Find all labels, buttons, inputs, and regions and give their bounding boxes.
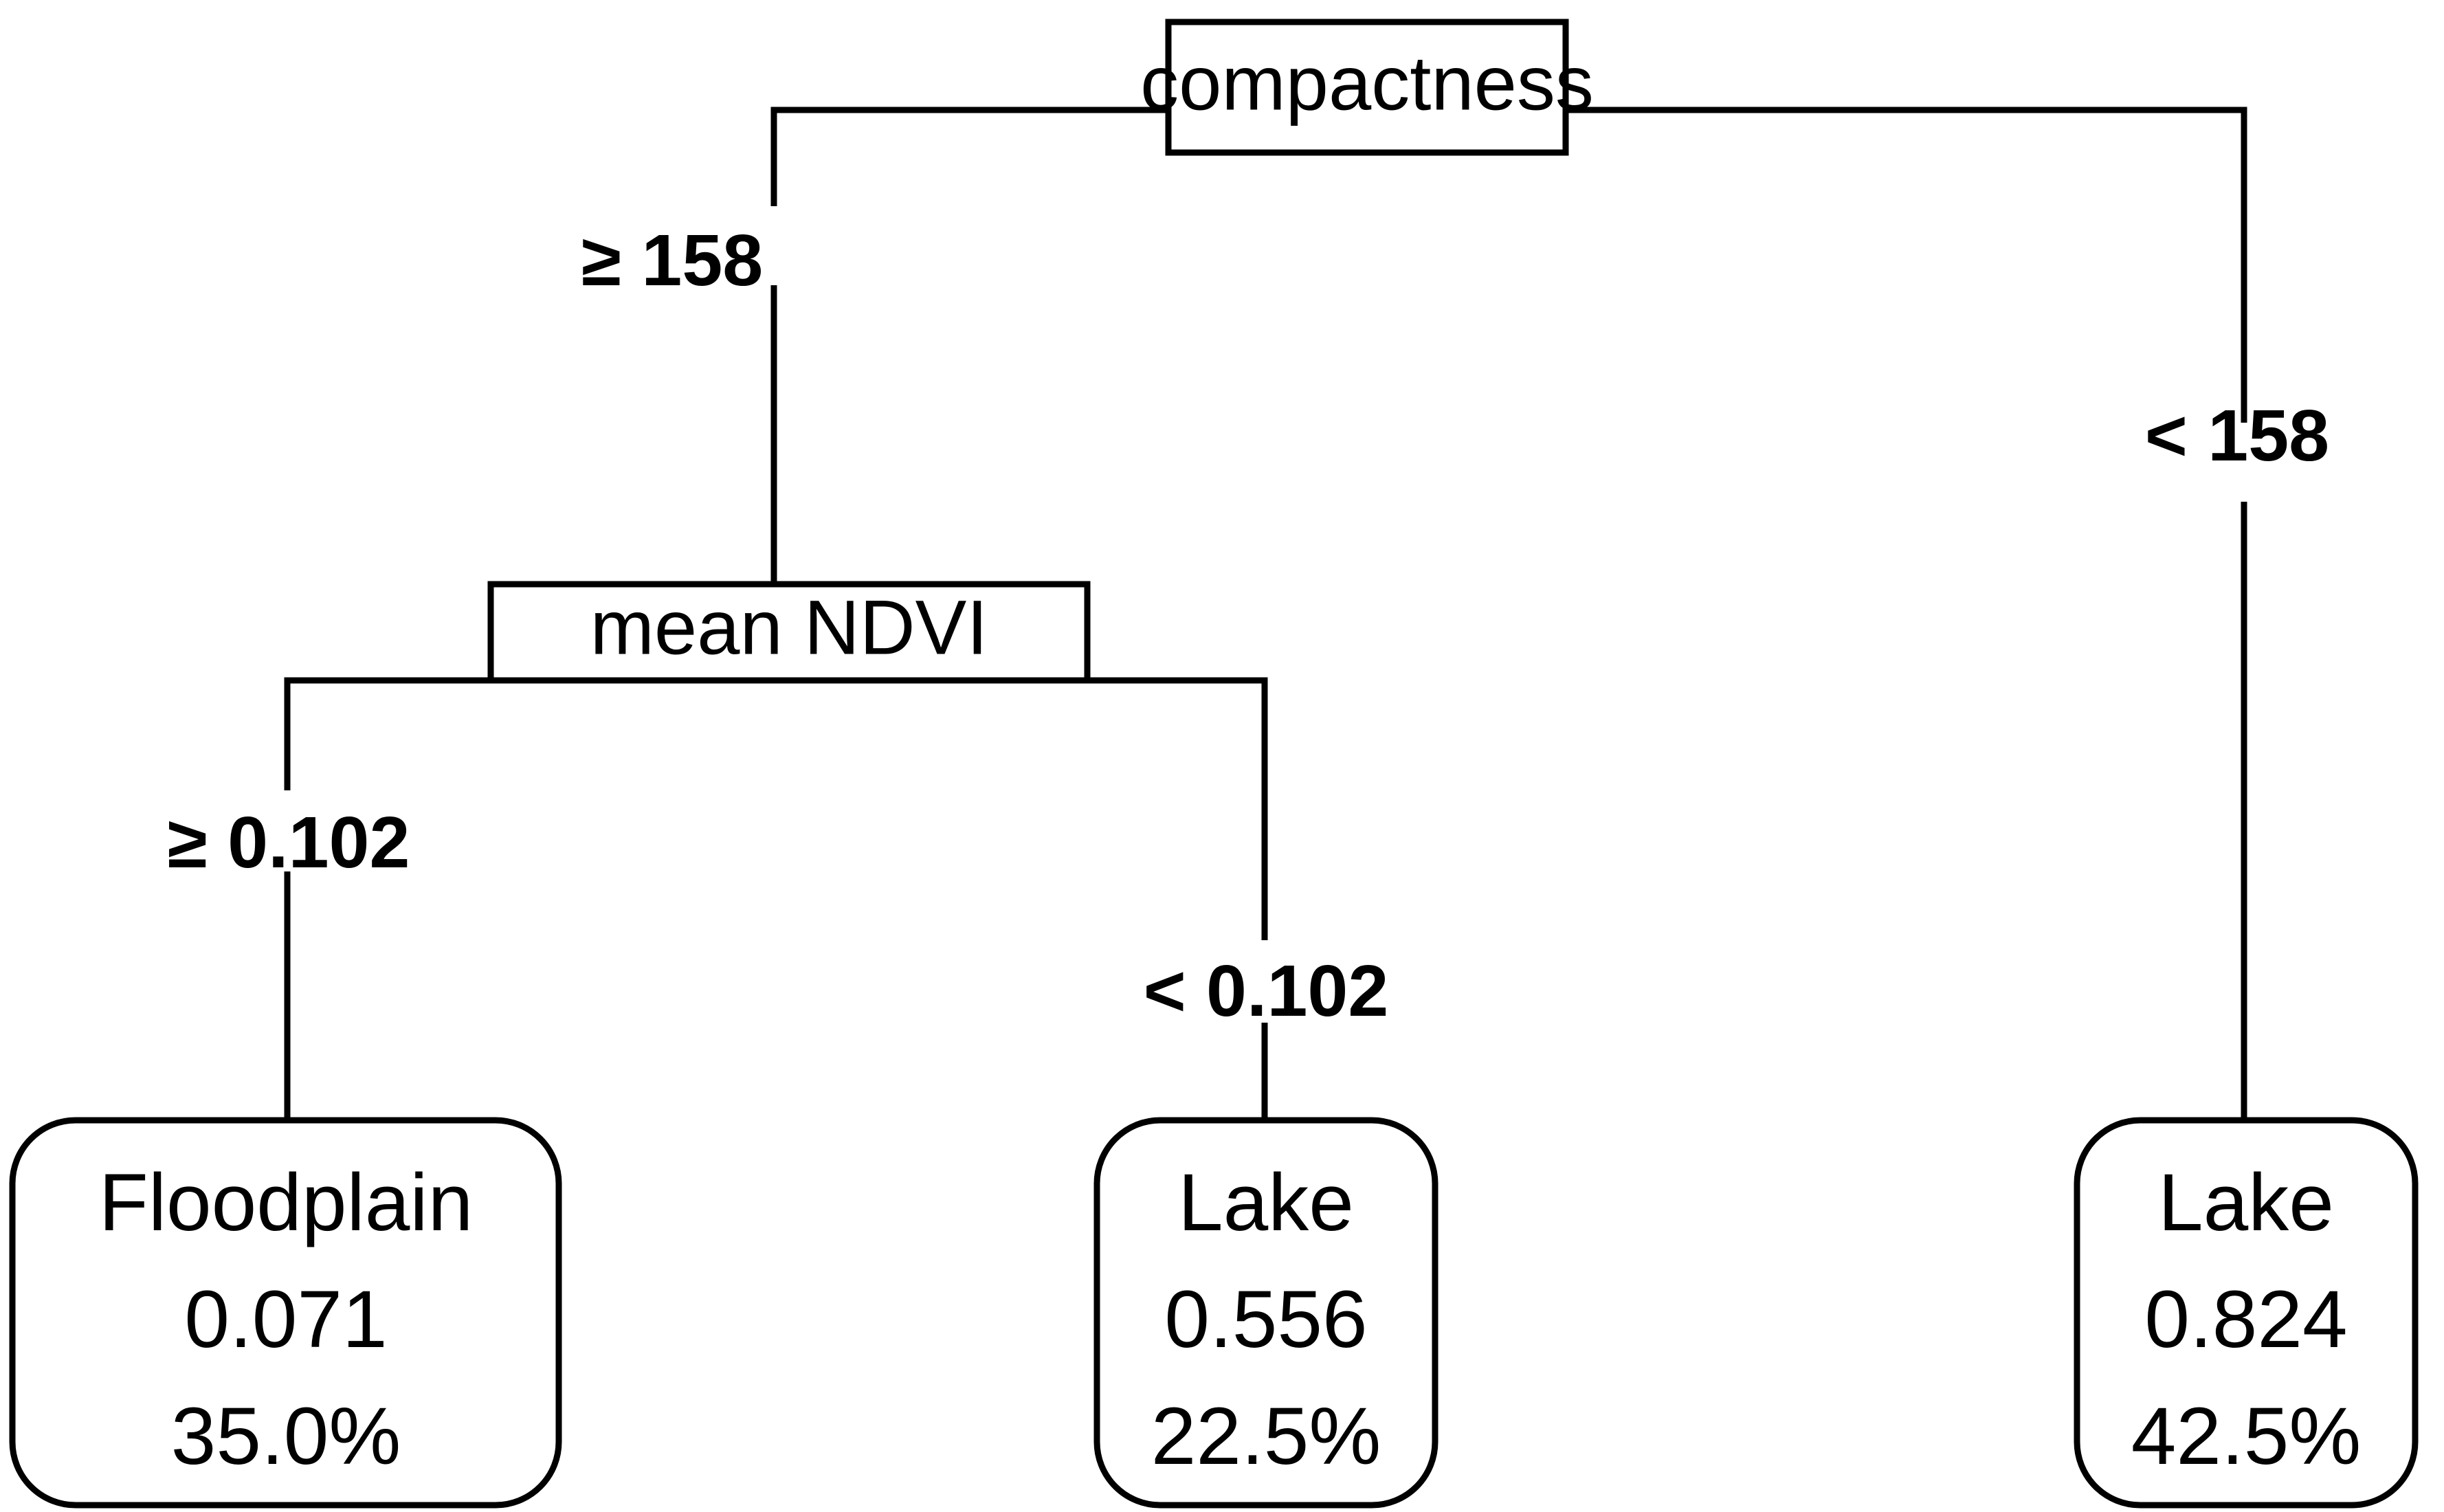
edge-ndvi-right-upper <box>1087 677 1268 940</box>
leaf-floodplain-value: 0.071 <box>184 1274 387 1365</box>
leaf-lake-middle-box[interactable] <box>1093 1117 1438 1509</box>
leaf-lake-middle-label: Lake <box>1178 1157 1354 1248</box>
leaf-floodplain-proportion: 35.0% <box>171 1391 401 1482</box>
node-compactness-label: compactness <box>1140 41 1594 126</box>
edge-label-compactness-ge: ≥ 158 <box>581 220 763 301</box>
leaf-floodplain-label: Floodplain <box>99 1157 473 1248</box>
edge-label-compactness-lt: < 158 <box>2145 395 2329 476</box>
edge-root-left-upper <box>770 107 1167 206</box>
leaf-lake-middle-value: 0.556 <box>1164 1274 1367 1365</box>
leaf-lake-middle-proportion: 22.5% <box>1151 1391 1381 1482</box>
leaf-lake-right-proportion: 42.5% <box>2131 1391 2362 1482</box>
leaf-floodplain-box[interactable] <box>9 1117 562 1509</box>
leaf-lake-right-label: Lake <box>2158 1157 2334 1248</box>
node-mean-ndvi-label: mean NDVI <box>590 585 988 671</box>
edge-root-right-upper <box>1567 107 2247 423</box>
node-compactness-box[interactable] <box>1165 19 1569 156</box>
node-mean-ndvi-box[interactable] <box>487 581 1091 684</box>
edge-label-ndvi-ge: ≥ 0.102 <box>168 802 410 883</box>
edge-label-ndvi-lt: < 0.102 <box>1144 950 1389 1032</box>
leaf-lake-right-value: 0.824 <box>2144 1274 2347 1365</box>
edge-ndvi-left-upper <box>284 677 489 790</box>
leaf-lake-right-box[interactable] <box>2074 1117 2419 1509</box>
